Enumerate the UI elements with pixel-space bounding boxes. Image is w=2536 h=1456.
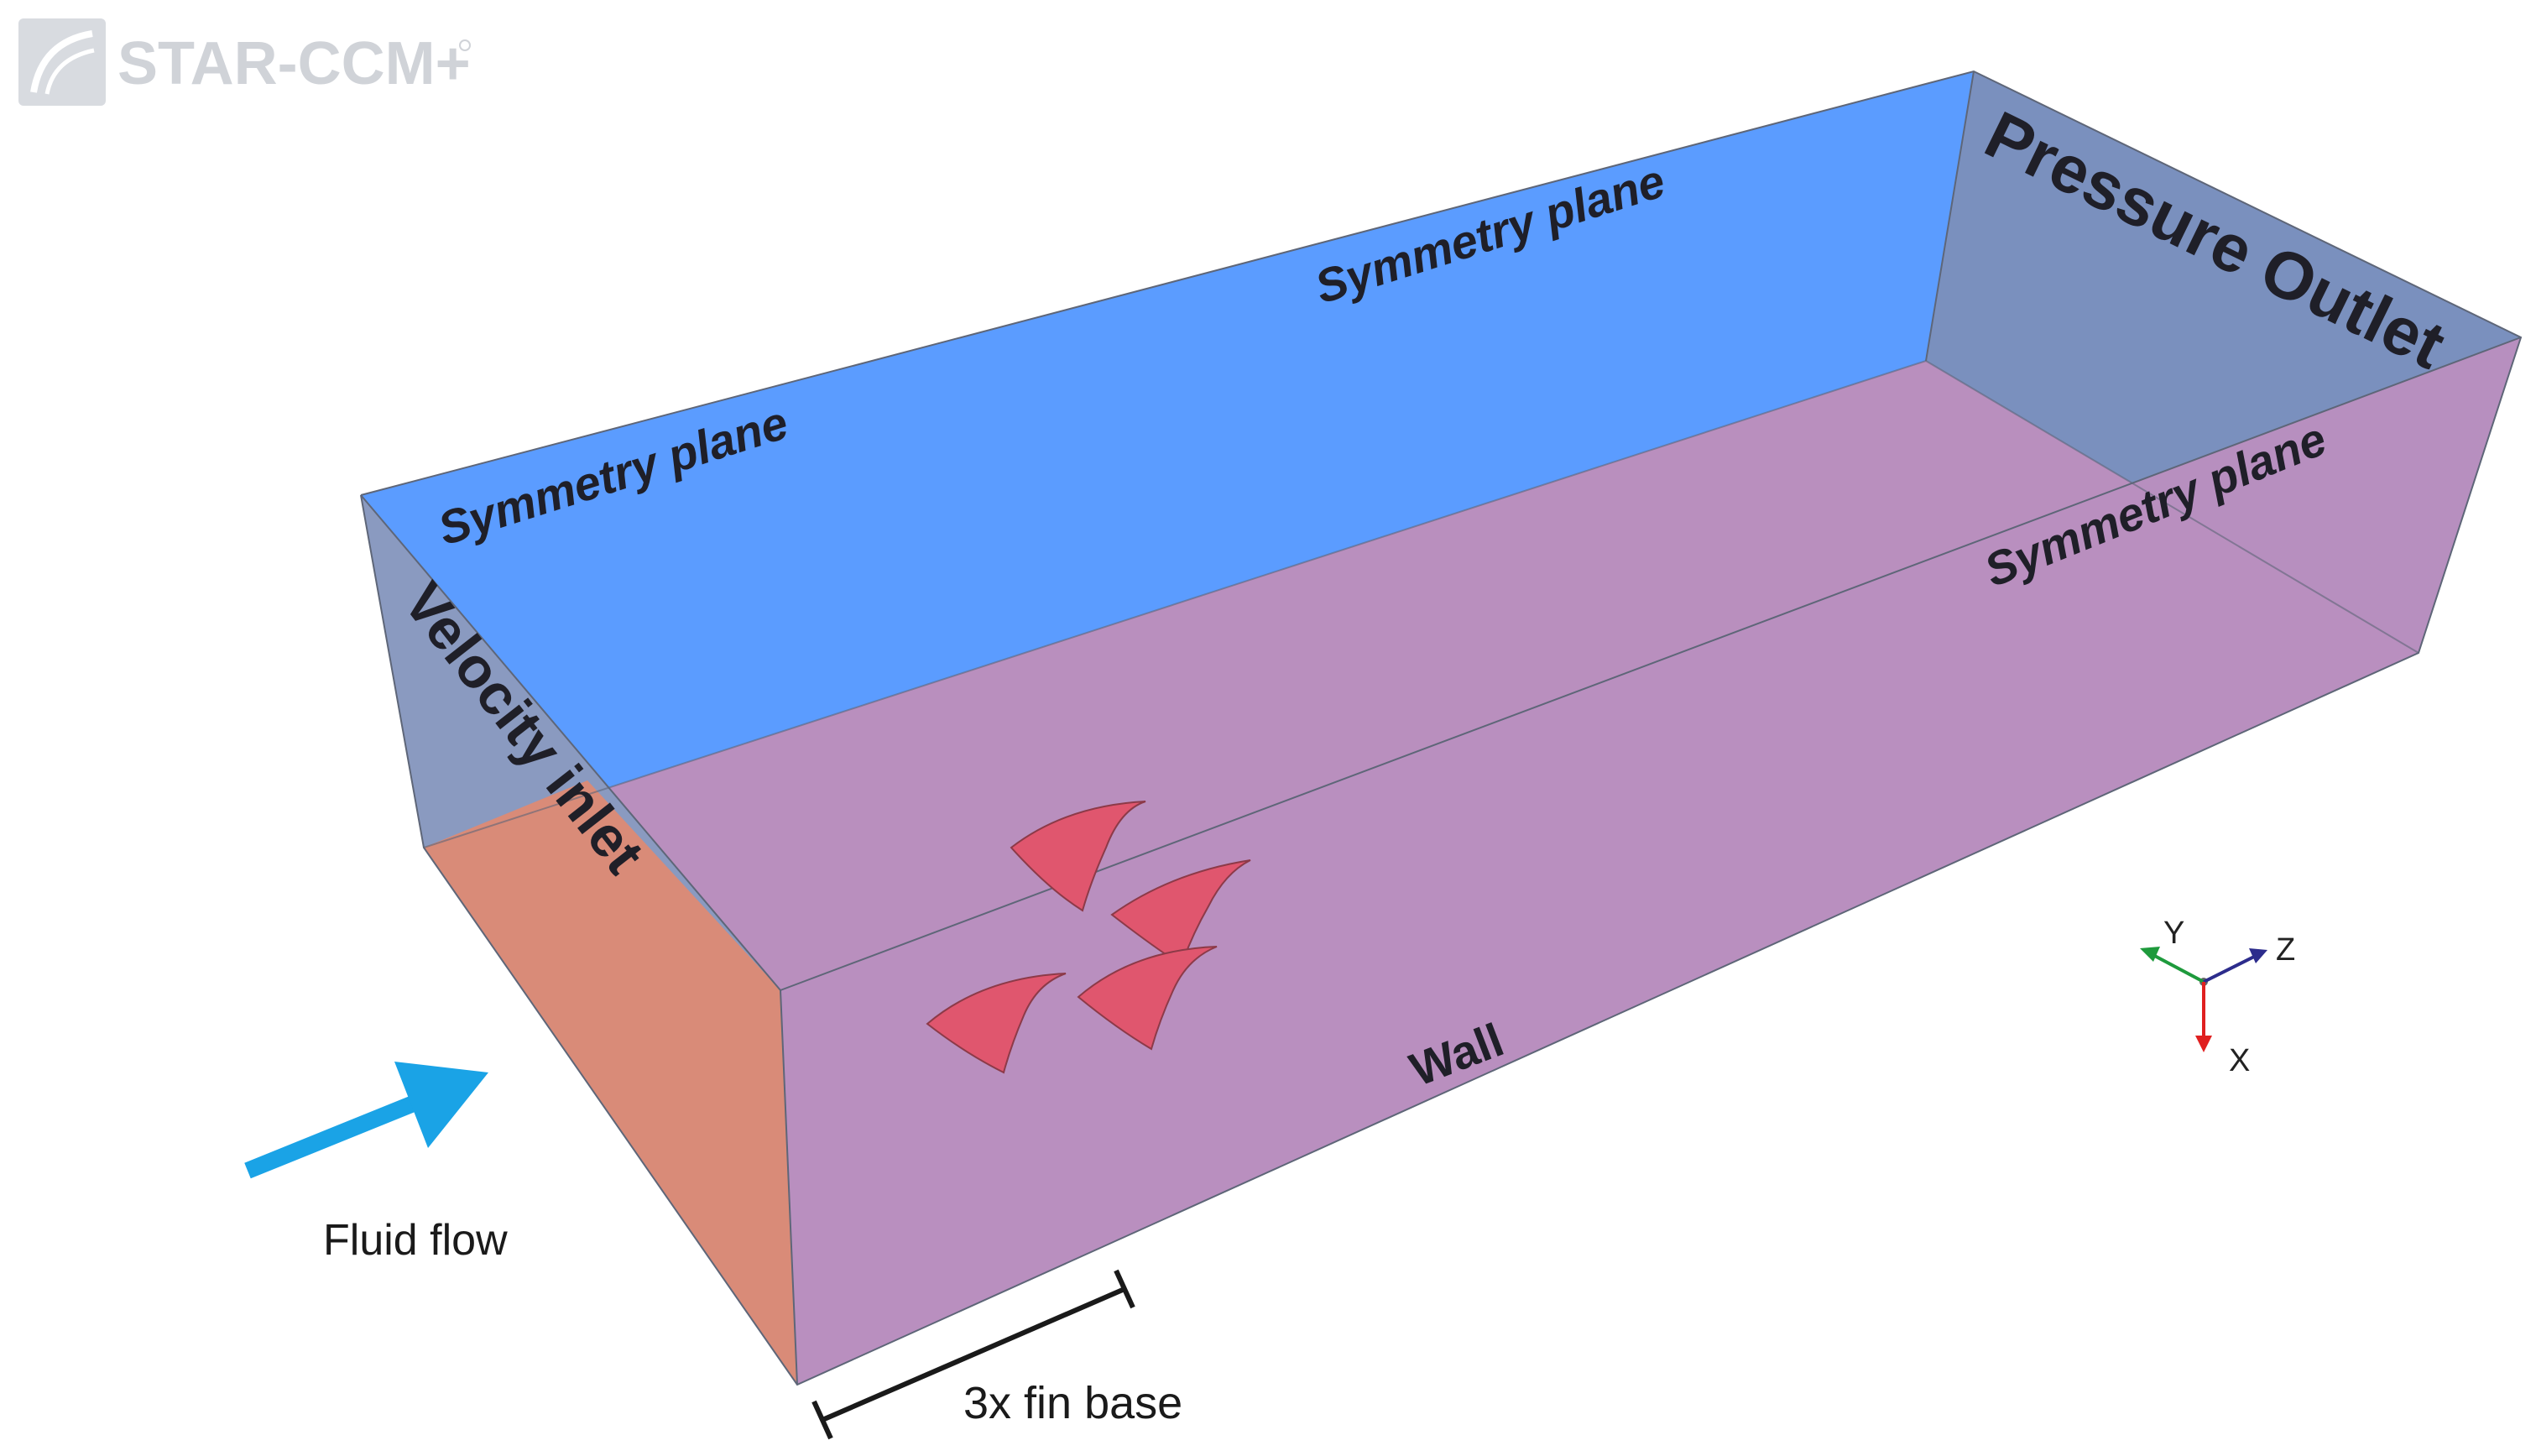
fin-shape-icon (1010, 801, 1146, 912)
logo-text: STAR-CCM+ (117, 30, 471, 97)
axis-y-label: Y (2163, 916, 2184, 951)
coordinate-triad-icon (2140, 947, 2267, 1052)
axis-x-label: X (2229, 1043, 2250, 1078)
star-ccm-logo-icon: STAR-CCM+ (18, 18, 471, 106)
fluid-flow-label: Fluid flow (323, 1216, 508, 1265)
domain-edges (360, 70, 2523, 1386)
fins (926, 801, 1251, 1074)
fin-shape-icon (1077, 946, 1218, 1051)
axis-z-label: Z (2276, 932, 2295, 968)
scale-bar-label: 3x fin base (963, 1378, 1182, 1428)
scale-bar (811, 1269, 1135, 1440)
fin-shape-icon (926, 973, 1067, 1074)
flow-arrow-icon (244, 1062, 488, 1179)
front-wall-face (780, 337, 2521, 1385)
velocity-inlet-face (424, 780, 797, 1385)
fin-shape-icon (1110, 859, 1251, 967)
